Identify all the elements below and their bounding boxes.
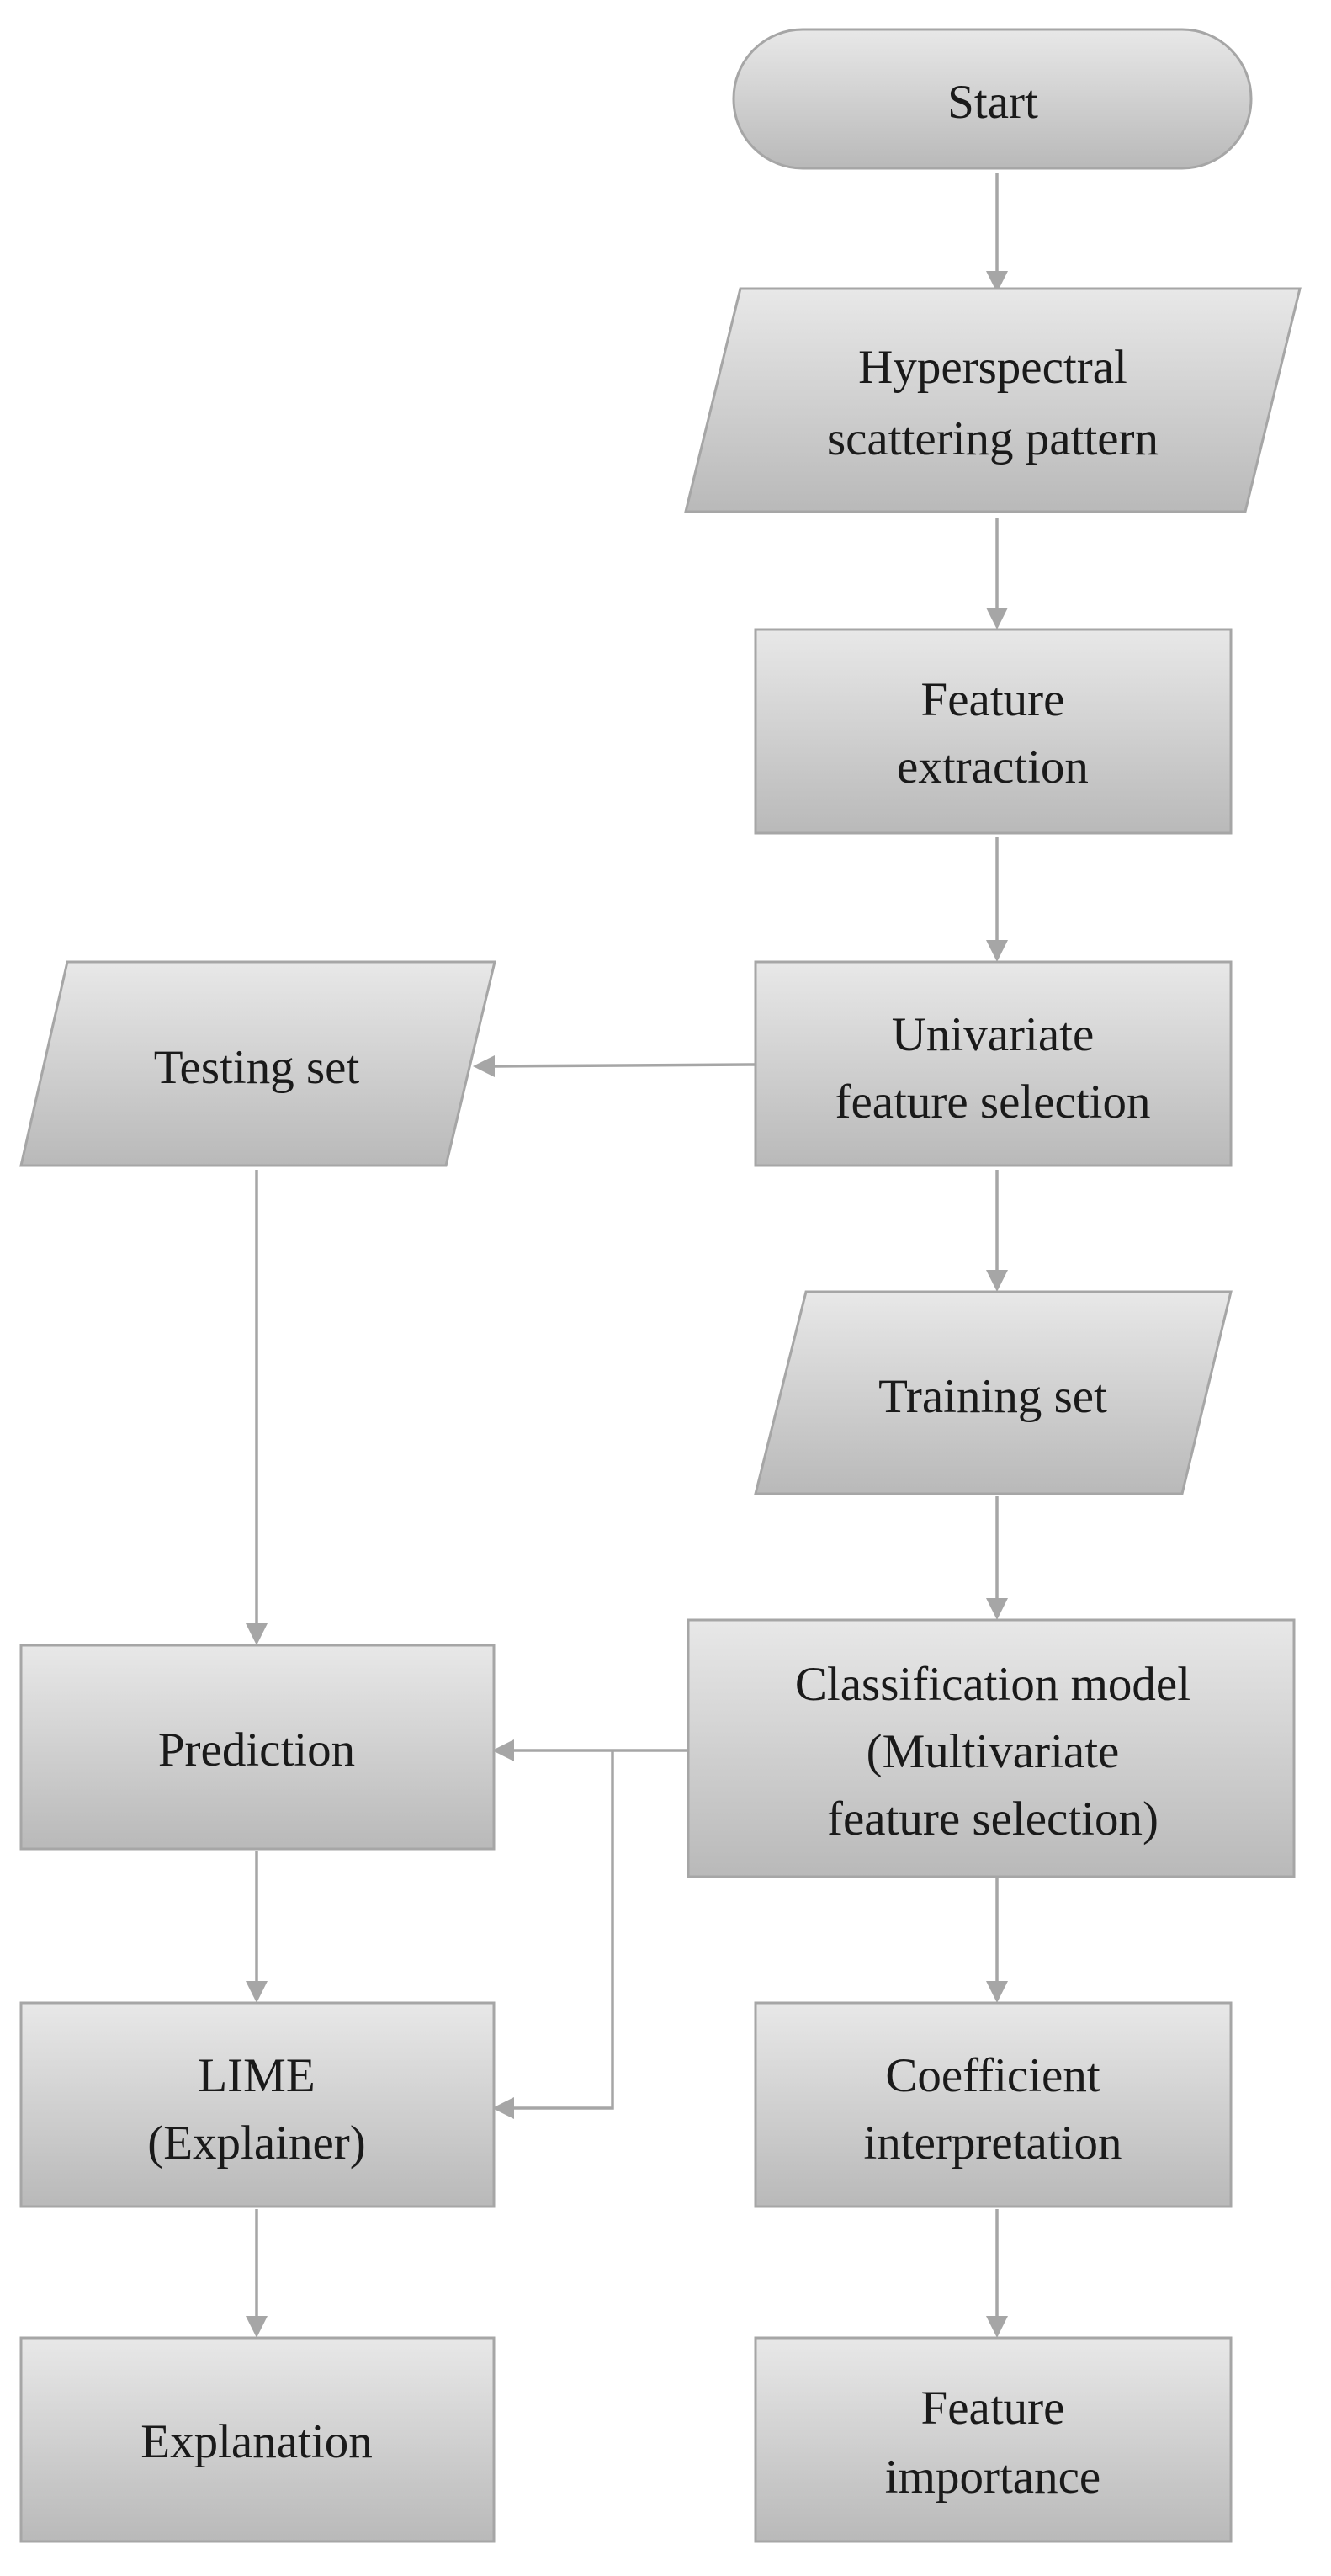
process-shape	[19, 1644, 496, 1851]
node-label: (Multivariate	[867, 1725, 1120, 1778]
node-label: Feature	[921, 673, 1065, 726]
arrowhead	[986, 271, 1008, 293]
process-shape	[754, 2001, 1233, 2208]
node-label: Training set	[878, 1370, 1107, 1423]
node-label: Coefficient	[885, 2049, 1100, 2102]
node-label: Univariate	[892, 1008, 1095, 1061]
arrow-classification-to-lime	[512, 1750, 614, 2110]
node-prediction: Prediction	[19, 1644, 496, 1851]
arrowhead	[246, 1981, 268, 2003]
node-label: importance	[885, 2451, 1100, 2504]
node-label: Prediction	[158, 1724, 355, 1777]
node-feature-extraction: Feature extraction	[754, 628, 1233, 835]
arrowhead	[473, 1055, 495, 1077]
node-hyperspectral: Hyperspectral scattering pattern	[684, 287, 1302, 513]
arrowhead	[246, 1623, 268, 1645]
node-label: feature selection	[835, 1076, 1150, 1129]
node-training-set: Training set	[754, 1290, 1233, 1495]
connectors	[246, 173, 1008, 2338]
arrowhead	[986, 1981, 1008, 2003]
process-shape	[19, 2336, 496, 2543]
arrowhead	[986, 2316, 1008, 2338]
node-label: feature selection)	[827, 1793, 1159, 1846]
node-label: Start	[947, 76, 1038, 129]
arrowhead	[986, 1270, 1008, 1292]
process-shape	[754, 628, 1233, 835]
node-label: extraction	[897, 741, 1089, 794]
node-univariate: Univariate feature selection	[754, 960, 1233, 1167]
node-label: Explanation	[141, 2415, 372, 2468]
data-parallelogram-shape	[754, 1290, 1233, 1495]
process-shape	[19, 2001, 496, 2208]
node-lime: LIME (Explainer)	[19, 2001, 496, 2208]
node-label: Testing set	[154, 1041, 360, 1094]
arrowhead	[986, 940, 1008, 962]
node-explanation: Explanation	[19, 2336, 496, 2543]
node-feature-importance: Feature importance	[754, 2336, 1233, 2543]
node-classification: Classification model (Multivariate featu…	[687, 1618, 1296, 1878]
arrow-univariate-to-testing	[491, 1063, 756, 1068]
arrowhead	[986, 608, 1008, 629]
arrowhead	[492, 2097, 514, 2119]
node-label: Feature	[921, 2382, 1065, 2435]
terminator-shape	[732, 28, 1253, 170]
node-start: Start	[732, 28, 1253, 170]
arrowhead	[246, 2316, 268, 2338]
process-shape	[687, 1618, 1296, 1878]
arrowhead	[986, 1598, 1008, 1620]
node-label: Classification model	[795, 1658, 1190, 1711]
data-parallelogram-shape	[19, 960, 496, 1167]
node-coefficient: Coefficient interpretation	[754, 2001, 1233, 2208]
process-shape	[754, 960, 1233, 1167]
arrowhead	[492, 1739, 514, 1761]
data-parallelogram-shape	[684, 287, 1302, 513]
node-label: Hyperspectral	[858, 341, 1127, 394]
node-testing-set: Testing set	[19, 960, 496, 1167]
node-label: (Explainer)	[147, 2117, 366, 2170]
node-label: interpretation	[863, 2117, 1122, 2170]
process-shape	[754, 2336, 1233, 2543]
node-label: scattering pattern	[827, 412, 1159, 465]
node-label: LIME	[198, 2049, 315, 2102]
